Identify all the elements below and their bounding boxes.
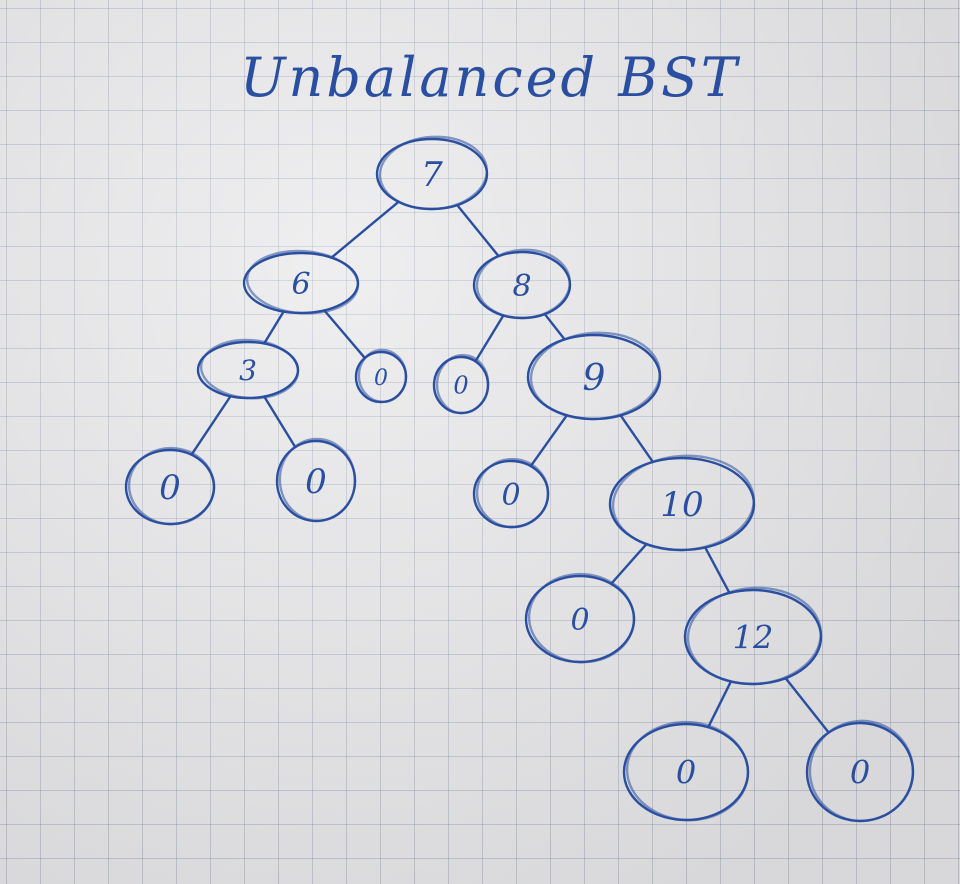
- node-label: 0: [676, 754, 696, 792]
- node-outline-sketch: [475, 457, 550, 529]
- tree-edge-n8-n9: [543, 312, 566, 341]
- tree-nodes: 7 6 8 3 0 0 9 0 0 0 10 0 12 0 0: [124, 135, 915, 823]
- tree-node-n10l: 0: [524, 572, 636, 664]
- tree-node-n8l: 0: [432, 353, 490, 415]
- node-label: 0: [501, 478, 520, 513]
- tree-edge-n3-n3r: [263, 395, 297, 449]
- tree-node-n3r: 0: [275, 437, 357, 523]
- tree-node-n12l: 0: [622, 720, 750, 822]
- tree-node-n9l: 0: [472, 457, 550, 529]
- node-label: 0: [850, 754, 870, 792]
- tree-edge-n10-n10l: [609, 542, 648, 586]
- tree-edge-n12-n12l: [707, 680, 733, 729]
- tree-node-n10: 10: [608, 454, 756, 552]
- node-outline-sketch: [357, 348, 408, 404]
- node-label: 10: [660, 485, 703, 525]
- node-label: 9: [583, 358, 606, 399]
- node-outline-sketch: [625, 720, 750, 822]
- node-outline-sketch: [475, 248, 572, 320]
- tree-edge-n9-n9l: [529, 414, 569, 468]
- node-outline-sketch: [199, 338, 300, 400]
- tree-edge-n8-n8l: [474, 314, 505, 363]
- tree-edges: [190, 200, 830, 734]
- node-outline-sketch: [127, 446, 216, 526]
- node-label: 3: [239, 354, 257, 387]
- tree-edge-n7-n8: [456, 203, 500, 258]
- node-outline-sketch: [527, 572, 636, 664]
- node-outline-sketch: [808, 719, 915, 823]
- tree-node-n3l: 0: [124, 446, 216, 526]
- node-outline-sketch: [245, 249, 360, 315]
- node-label: 0: [570, 603, 589, 638]
- tree-node-n7: 7: [375, 135, 489, 211]
- node-label: 8: [512, 269, 531, 304]
- node-label: 0: [305, 462, 327, 502]
- tree-node-n8: 8: [472, 248, 572, 320]
- node-outline-sketch: [378, 135, 489, 211]
- tree-edge-n9-n10: [619, 414, 655, 464]
- tree-edge-n6-n6r: [323, 309, 366, 360]
- node-outline-sketch: [686, 586, 823, 686]
- node-label: 0: [159, 468, 181, 508]
- tree-edge-n7-n6: [330, 200, 400, 259]
- tree-edge-n6-n3: [262, 310, 285, 345]
- node-outline-sketch: [278, 437, 357, 523]
- tree-node-n12: 12: [683, 586, 823, 686]
- tree-node-n9: 9: [526, 331, 662, 421]
- node-outline-sketch: [529, 331, 662, 421]
- node-label: 6: [291, 267, 310, 302]
- tree-node-n6r: 0: [354, 348, 408, 404]
- node-label: 7: [421, 155, 443, 195]
- tree-edge-n3-n3l: [190, 395, 232, 456]
- node-label: 0: [453, 372, 468, 400]
- diagram-title: Unbalanced BST: [240, 46, 741, 109]
- tree-node-n12r: 0: [805, 719, 915, 823]
- tree-edge-n12-n12r: [784, 677, 830, 734]
- tree-node-n6: 6: [242, 249, 360, 315]
- node-label: 0: [374, 366, 388, 391]
- node-label: 12: [733, 619, 774, 657]
- tree-node-n3: 3: [196, 338, 300, 400]
- tree-edge-n10-n12: [704, 546, 731, 595]
- node-outline-sketch: [435, 353, 490, 415]
- node-outline-sketch: [611, 454, 756, 552]
